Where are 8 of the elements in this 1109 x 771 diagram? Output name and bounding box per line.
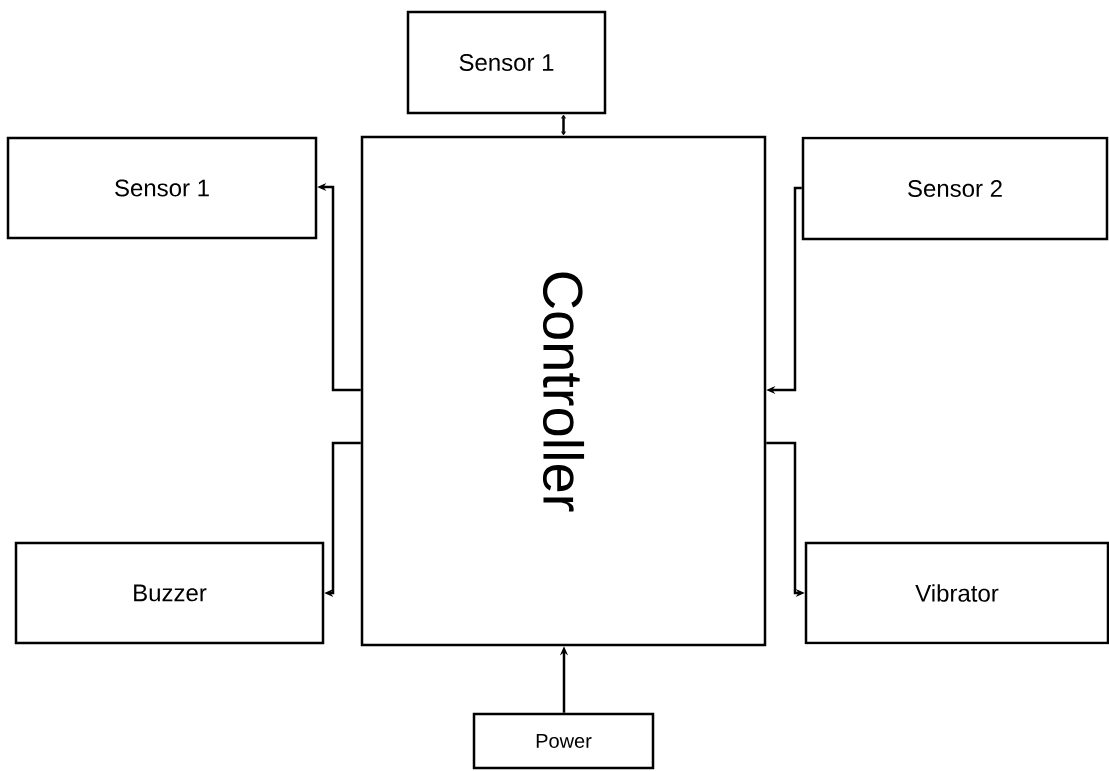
- block-box: Vibrator: [804, 541, 1109, 645]
- block-box: Sensor 1: [6, 136, 318, 240]
- block-box: Buzzer: [14, 541, 325, 645]
- arrow: [561, 114, 566, 136]
- block-box: Sensor 1: [406, 10, 607, 115]
- block-box: Sensor 2: [801, 136, 1109, 241]
- block-box: Power: [472, 712, 655, 770]
- controller-box: Controller: [360, 135, 767, 647]
